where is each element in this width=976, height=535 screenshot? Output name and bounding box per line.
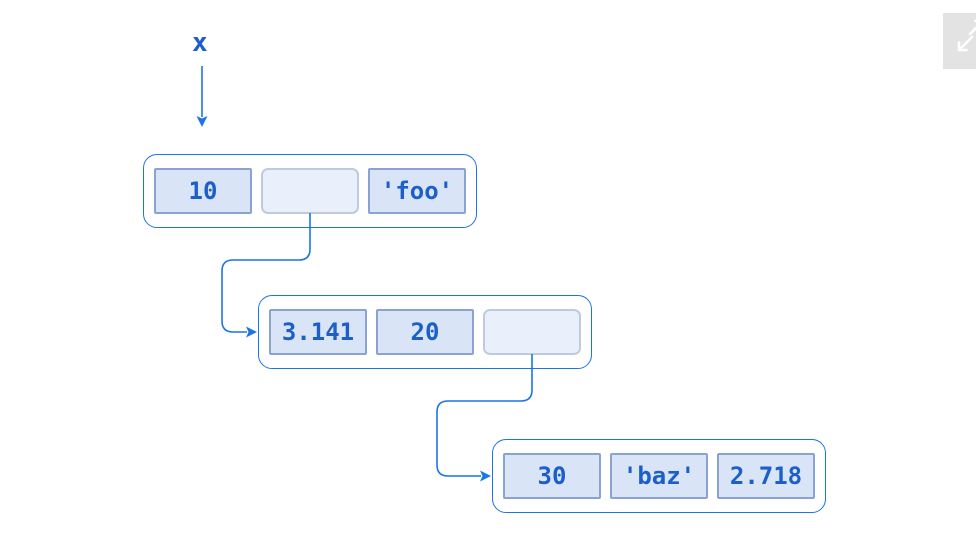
- variable-label: x: [192, 28, 208, 58]
- list-box-nested: 3.141 20: [258, 295, 592, 369]
- expand-arrows-icon: [943, 13, 976, 69]
- list-cell: 20: [376, 309, 474, 355]
- list-cell: 2.718: [717, 453, 815, 499]
- list-cell: 'baz': [610, 453, 708, 499]
- list-cell: 10: [154, 168, 252, 214]
- list-cell: 'foo': [368, 168, 466, 214]
- list-box-inner-nested: 30 'baz' 2.718: [492, 439, 826, 513]
- list-cell: 30: [503, 453, 601, 499]
- list-box-outer: 10 'foo': [143, 154, 477, 228]
- expand-button[interactable]: [943, 13, 976, 69]
- list-cell: 3.141: [269, 309, 367, 355]
- list-cell-pointer: [483, 309, 581, 355]
- list-cell-pointer: [261, 168, 359, 214]
